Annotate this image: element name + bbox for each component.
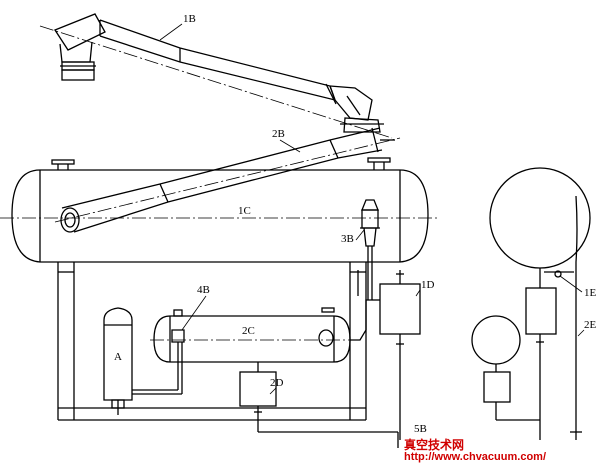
pipe-2b <box>60 127 395 233</box>
label-1e: 1E <box>584 287 597 299</box>
sphere-small <box>471 315 540 421</box>
tank-1d <box>372 270 421 440</box>
label-2c: 2C <box>242 325 255 337</box>
vessel-2c <box>153 299 372 372</box>
label-1d: 1D <box>421 279 435 291</box>
label-1b: 1B <box>183 13 196 25</box>
label-a: A <box>114 351 122 363</box>
label-2d: 2D <box>270 377 284 389</box>
sphere-1e <box>489 167 591 440</box>
label-4b: 4B <box>197 284 210 296</box>
label-2b: 2B <box>272 128 285 140</box>
column-a <box>103 307 133 415</box>
label-1c: 1C <box>238 205 251 217</box>
label-2e: 2E <box>584 319 597 331</box>
watermark-title: 真空技术网 <box>404 438 465 452</box>
watermark-url: http://www.chvacuum.com/ <box>404 451 546 463</box>
label-5b: 5B <box>414 423 427 435</box>
label-3b: 3B <box>341 233 354 245</box>
device-3b <box>357 199 380 300</box>
valve-4b <box>132 309 185 395</box>
pipe-1b <box>54 13 384 133</box>
tank-2d <box>239 371 399 448</box>
line-2e <box>570 195 582 440</box>
vessel-1c <box>11 157 429 263</box>
